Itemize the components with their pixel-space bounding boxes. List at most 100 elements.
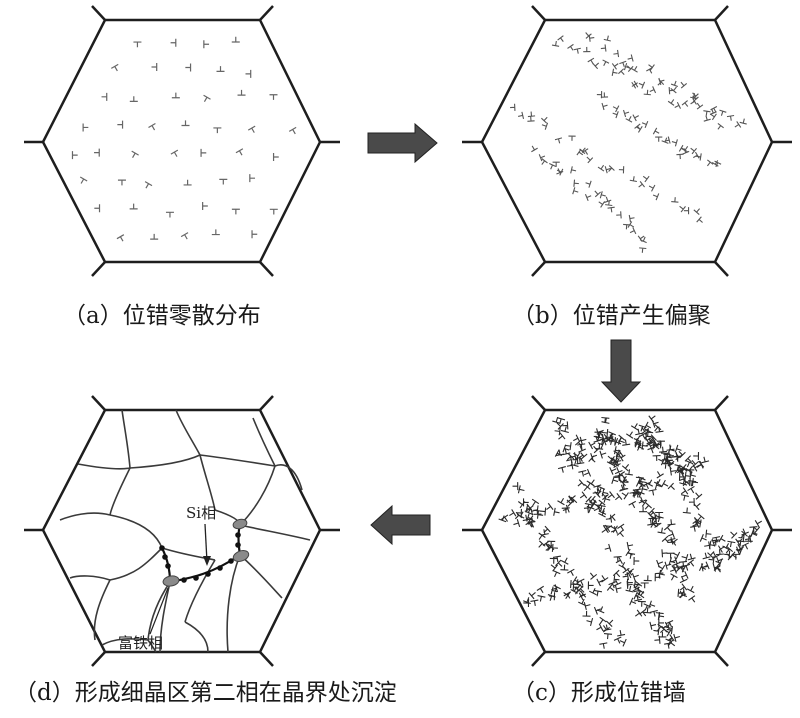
dislocation-symbol xyxy=(663,457,671,465)
dislocation-symbol xyxy=(664,629,672,637)
dislocation-symbol xyxy=(527,116,535,122)
dislocation-symbol xyxy=(695,153,702,161)
dislocation-symbol xyxy=(670,80,679,88)
dislocation-symbol xyxy=(653,627,660,636)
dislocation-symbol xyxy=(237,89,246,96)
dislocation-symbol xyxy=(599,191,606,199)
dislocation-symbol xyxy=(667,99,675,106)
dislocation-symbol xyxy=(648,184,656,192)
dislocation-symbol xyxy=(629,227,637,235)
dislocation-symbol xyxy=(678,472,685,481)
dislocation-symbol xyxy=(619,60,627,68)
dislocation-symbol xyxy=(546,502,554,511)
dislocation-symbol xyxy=(649,609,658,617)
dislocation-symbol xyxy=(629,176,637,183)
dislocation-symbol xyxy=(597,164,605,172)
dislocation-symbol xyxy=(634,440,642,449)
si-phase-pointer-arrow xyxy=(204,523,208,563)
dislocation-symbol xyxy=(573,452,581,460)
dislocation-symbol xyxy=(578,590,587,598)
dislocation-symbol xyxy=(555,559,563,567)
dislocation-symbol xyxy=(656,471,664,479)
dislocation-symbol xyxy=(681,554,689,563)
dislocation-symbol xyxy=(580,452,588,460)
dislocation-symbol xyxy=(614,493,623,501)
dislocation-symbol xyxy=(549,592,556,601)
dislocation-symbol xyxy=(620,484,629,491)
dislocation-symbol xyxy=(512,482,519,491)
dislocation-symbol xyxy=(556,168,564,175)
dislocation-symbol xyxy=(598,510,606,518)
dislocation-symbol xyxy=(614,438,622,446)
dislocation-symbol xyxy=(684,471,691,480)
dislocation-symbol xyxy=(643,89,651,96)
dislocation-symbol xyxy=(605,200,613,207)
dislocation-symbol xyxy=(596,606,605,614)
dislocation-symbol xyxy=(181,120,190,127)
dislocation-symbol xyxy=(631,573,639,581)
dislocation-symbol xyxy=(556,422,564,430)
dislocation-symbol xyxy=(696,216,703,223)
dislocation-symbol xyxy=(638,181,645,188)
dislocation-symbol xyxy=(200,148,207,157)
dislocation-symbol xyxy=(129,96,138,103)
dislocation-symbol xyxy=(633,556,640,565)
dislocation-symbol xyxy=(151,62,158,71)
dislocation-symbol xyxy=(587,57,595,65)
dislocation-symbol xyxy=(643,421,652,430)
dislocation-symbol xyxy=(549,163,557,170)
dislocation-symbol xyxy=(638,81,646,89)
dislocation-symbol xyxy=(587,479,595,487)
dislocation-symbol xyxy=(730,531,738,539)
dislocation-symbol xyxy=(606,583,615,591)
dislocation-symbol xyxy=(606,436,614,445)
dislocation-symbol xyxy=(117,179,126,186)
dislocation-symbol xyxy=(623,63,631,71)
dislocation-symbol xyxy=(651,419,659,428)
caption-b: （b）位错产生偏聚 xyxy=(512,303,711,329)
dislocation-symbol xyxy=(598,499,606,507)
dislocation-symbol xyxy=(639,506,648,513)
dislocation-symbol xyxy=(541,116,548,124)
dislocation-symbol xyxy=(719,109,727,116)
dislocation-symbol xyxy=(692,464,700,472)
dislocation-symbol xyxy=(574,439,583,447)
dislocation-symbol xyxy=(669,467,677,476)
aggregated-dislocations xyxy=(510,32,747,253)
dislocation-symbol xyxy=(654,520,662,528)
dislocation-symbol xyxy=(541,122,549,130)
dislocation-symbol xyxy=(615,556,623,565)
dislocation-symbol xyxy=(590,499,599,508)
dislocation-symbol xyxy=(567,43,574,51)
caption-a: （a）位错零散分布 xyxy=(63,303,261,329)
dislocation-symbol xyxy=(541,158,548,165)
dislocation-symbol xyxy=(628,500,637,509)
dislocation-symbol xyxy=(517,485,525,494)
dislocation-symbol xyxy=(605,436,614,443)
dislocation-symbol xyxy=(660,452,670,459)
dislocation-symbol xyxy=(679,478,688,486)
dislocation-symbol xyxy=(538,154,546,162)
dislocation-symbol xyxy=(601,436,608,445)
dislocation-symbol xyxy=(553,507,560,516)
dislocation-symbol xyxy=(640,484,648,493)
dislocation-symbol xyxy=(630,423,639,431)
dislocation-symbol xyxy=(622,566,630,574)
dislocation-symbol xyxy=(129,203,138,210)
dislocation-symbol xyxy=(570,460,579,467)
dislocation-symbol xyxy=(588,34,595,42)
dislocation-symbol xyxy=(687,485,695,494)
dislocation-symbol xyxy=(654,424,662,432)
dislocation-symbol xyxy=(711,160,719,167)
dislocation-symbol xyxy=(693,208,701,215)
scattered-dislocations xyxy=(71,36,297,242)
dislocation-symbol xyxy=(671,197,679,203)
dislocation-symbol xyxy=(563,591,571,600)
dislocation-symbol xyxy=(656,440,665,447)
dislocation-symbol xyxy=(704,541,711,550)
dislocation-symbol xyxy=(652,127,660,135)
dislocation-symbol xyxy=(641,120,649,129)
dislocation-symbol xyxy=(661,137,669,144)
dislocation-symbol xyxy=(754,520,763,528)
